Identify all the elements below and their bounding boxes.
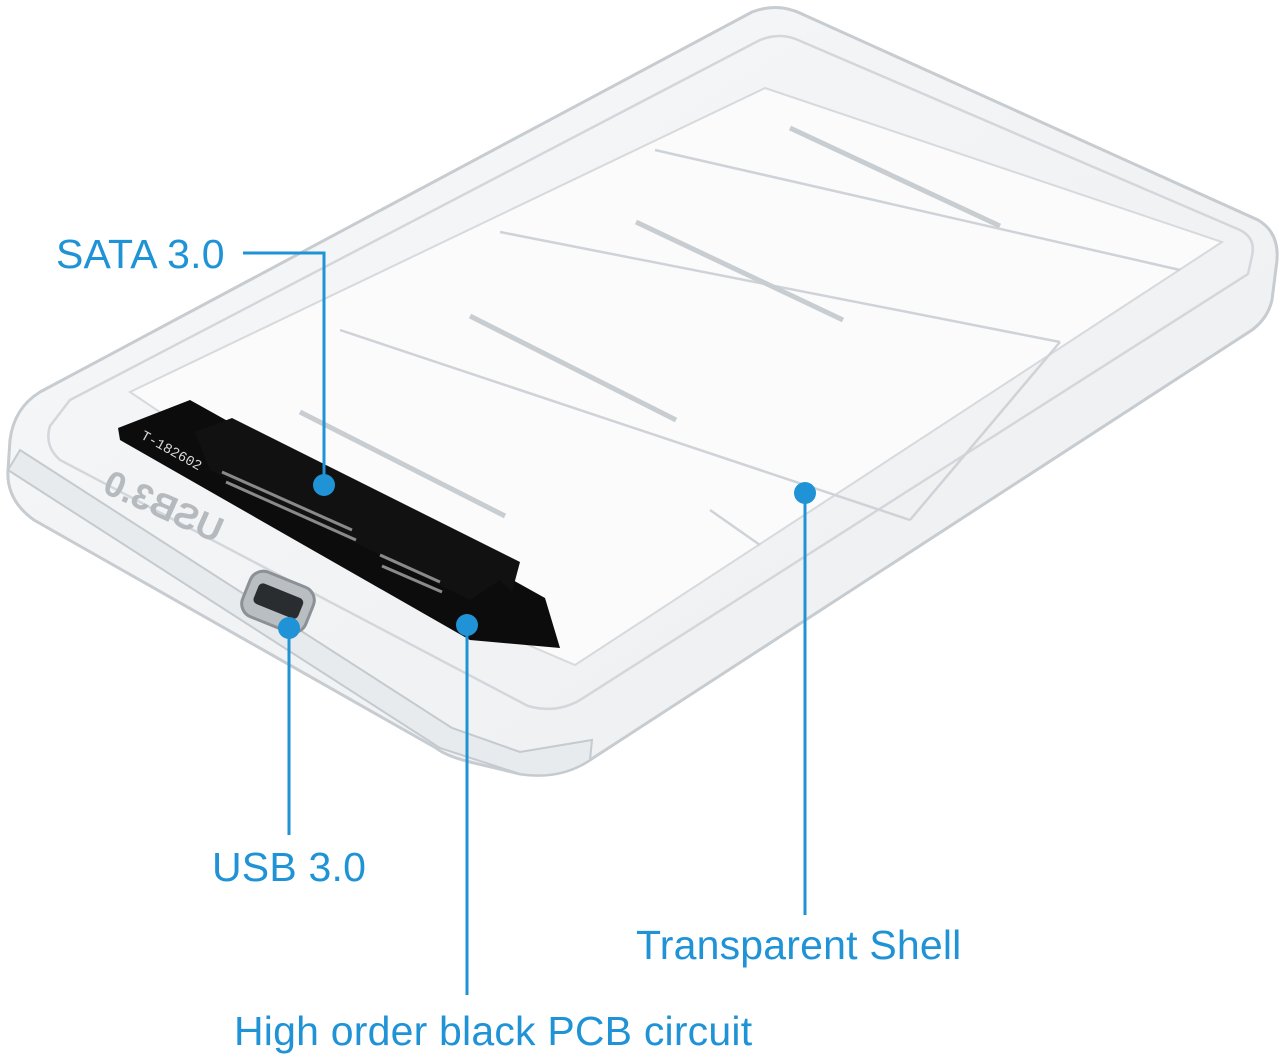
transparent-shell (6, 6, 1279, 777)
pcb-label: High order black PCB circuit (234, 1008, 753, 1054)
tray-ribs (339, 148, 1181, 547)
sata-label: SATA 3.0 (56, 231, 225, 277)
usb-dot (278, 617, 300, 639)
slot-markers (298, 125, 1002, 519)
callout-lines (243, 251, 807, 995)
shell-dot (794, 482, 816, 504)
usb-label: USB 3.0 (212, 844, 367, 890)
sata-connector (195, 418, 520, 600)
shell-label: Transparent Shell (636, 922, 962, 968)
pcb-dot (456, 614, 478, 636)
sata-leader (243, 251, 326, 485)
callout-dots (278, 474, 816, 639)
sata-dot (313, 474, 335, 496)
